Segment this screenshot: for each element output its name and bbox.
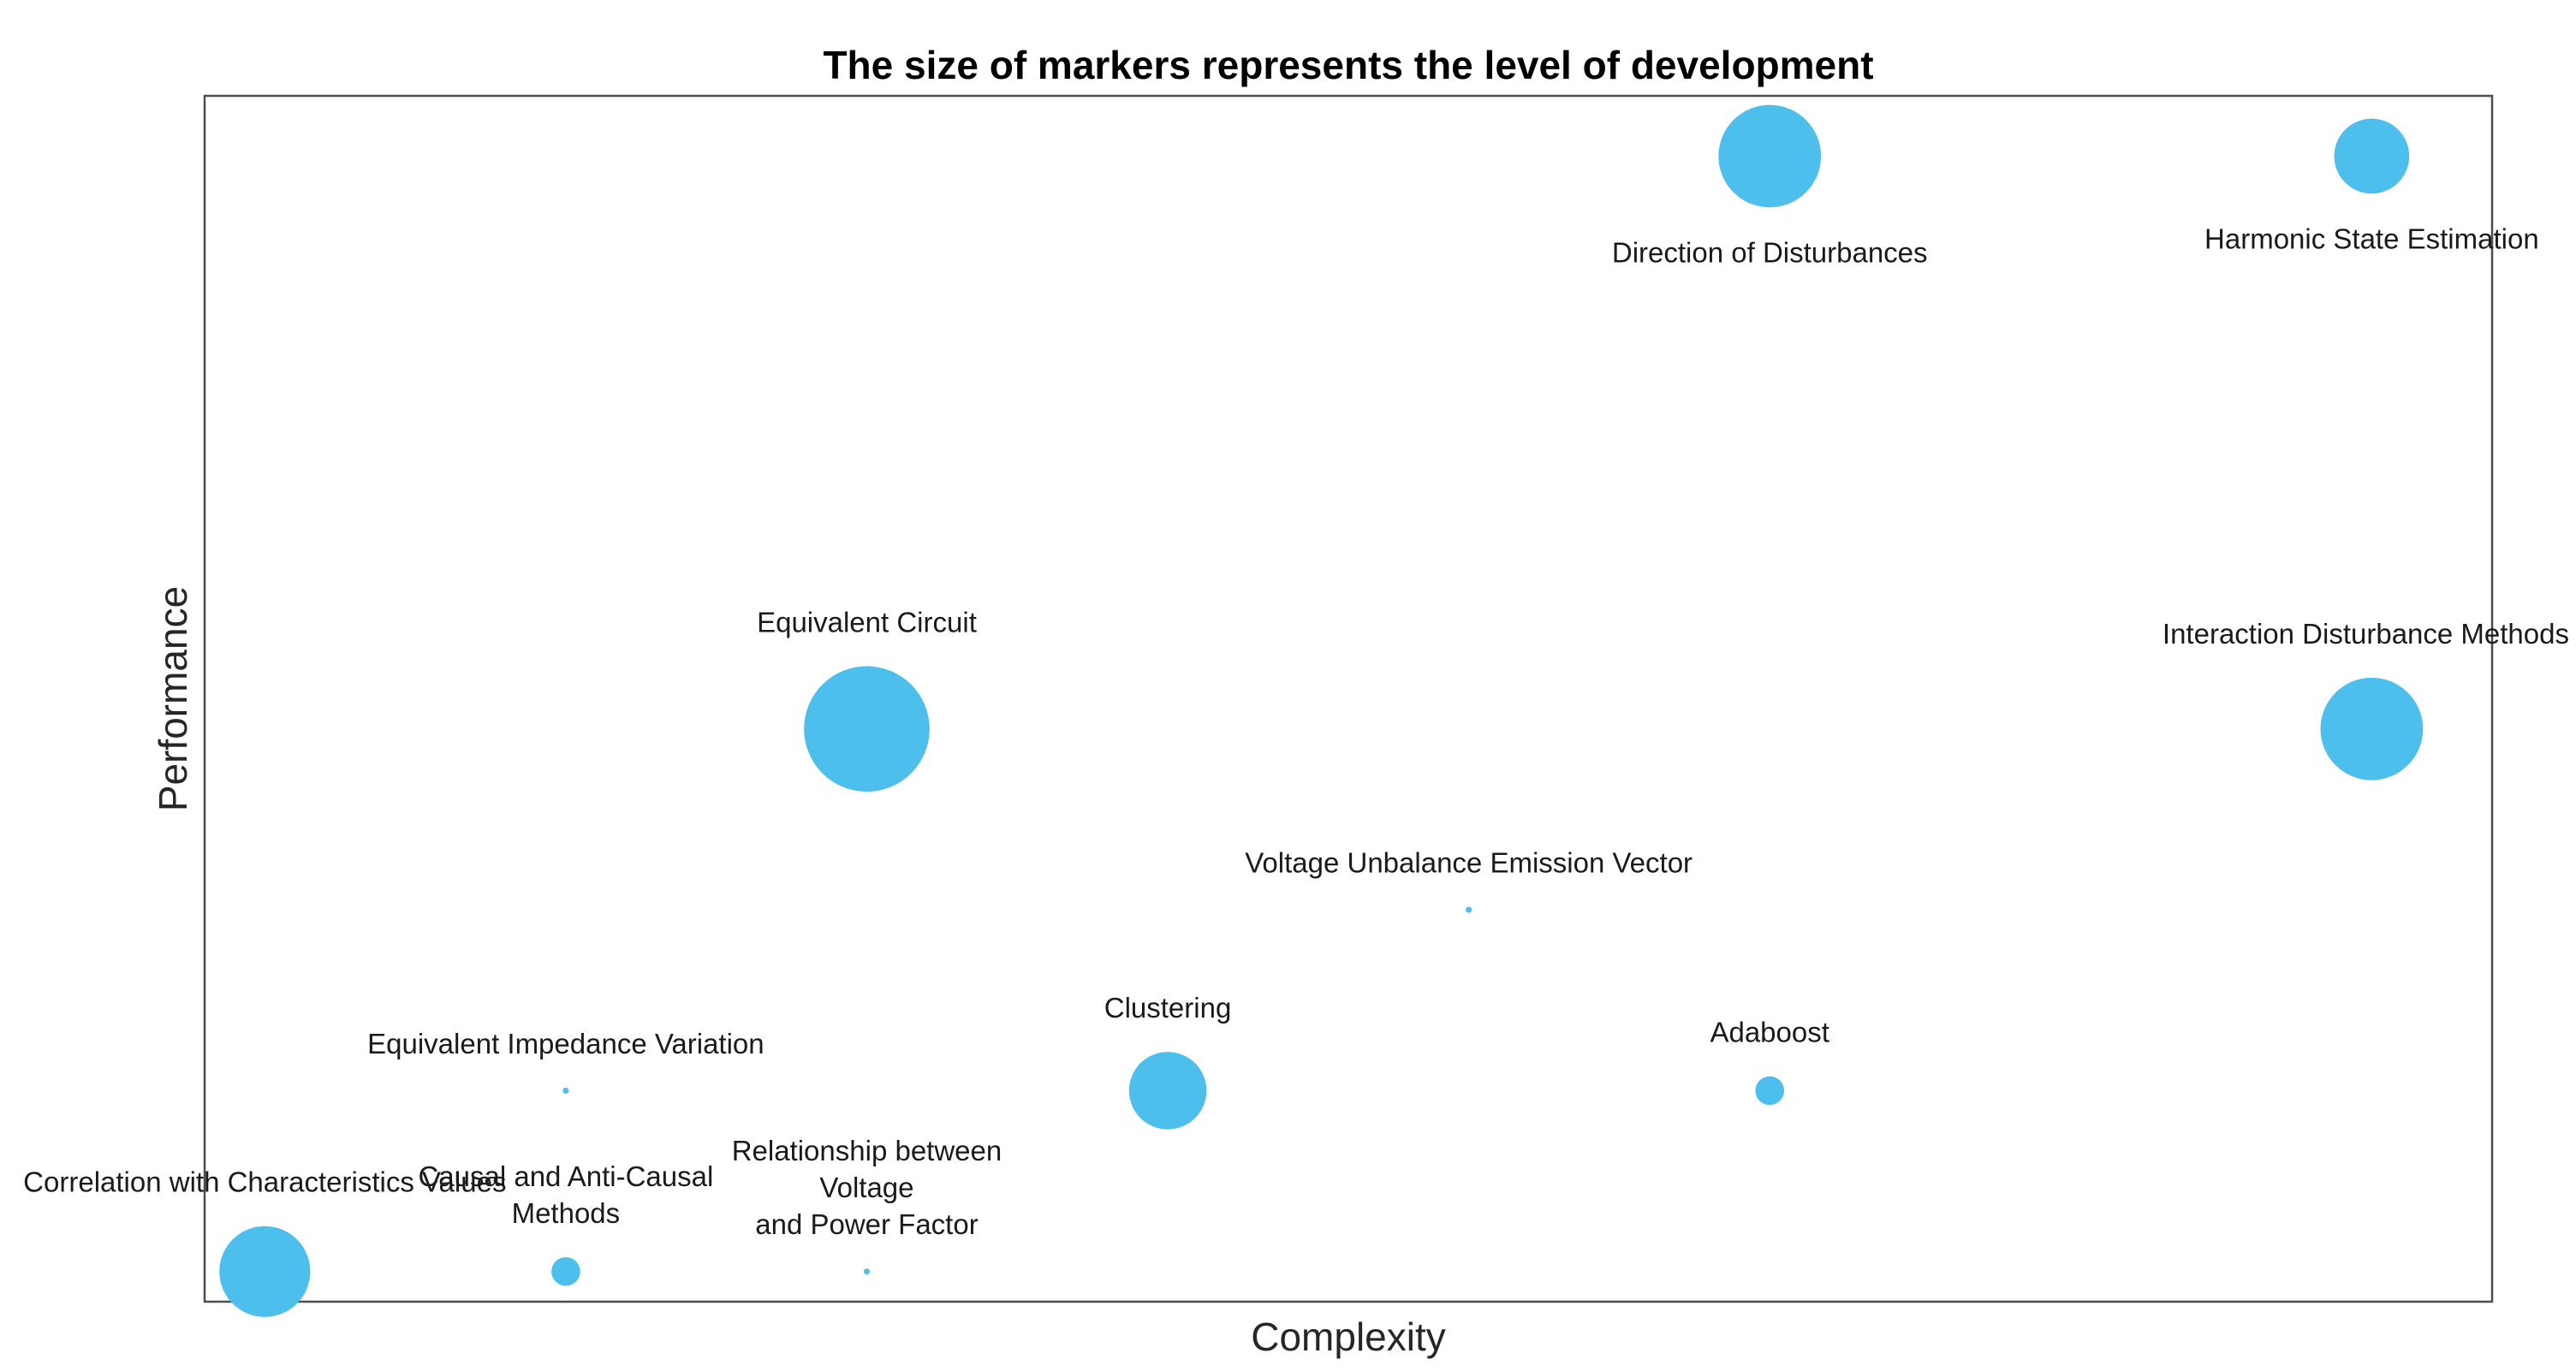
- data-label: Equivalent Circuit: [757, 606, 977, 638]
- data-label: Interaction Disturbance Methods: [2163, 618, 2569, 650]
- chart-title: The size of markers represents the level…: [823, 43, 1873, 87]
- data-label: Clustering: [1104, 992, 1232, 1024]
- data-marker: [551, 1256, 580, 1286]
- data-label: Harmonic State Estimation: [2204, 223, 2539, 254]
- data-label: Voltage Unbalance Emission Vector: [1245, 846, 1693, 878]
- data-labels: Correlation with Characteristics ValuesC…: [23, 223, 2569, 1240]
- data-marker: [1755, 1076, 1784, 1106]
- data-markers: [219, 104, 2424, 1317]
- data-marker: [1128, 1052, 1207, 1130]
- data-marker: [562, 1087, 569, 1095]
- data-marker: [219, 1226, 311, 1317]
- plot-area-frame: [203, 94, 2494, 1303]
- data-label: Direction of Disturbances: [1612, 236, 1928, 268]
- data-marker: [2320, 677, 2424, 780]
- data-marker: [804, 666, 930, 792]
- y-axis-label: Performance: [151, 586, 195, 811]
- data-marker: [863, 1268, 871, 1275]
- data-marker: [1718, 104, 1822, 208]
- data-marker: [1466, 906, 1472, 913]
- data-label: Adaboost: [1710, 1017, 1829, 1048]
- data-label: Equivalent Impedance Variation: [367, 1028, 764, 1059]
- x-axis-label: Complexity: [1251, 1315, 1446, 1359]
- data-marker: [2334, 118, 2410, 194]
- data-label: Correlation with Characteristics Values: [23, 1166, 506, 1198]
